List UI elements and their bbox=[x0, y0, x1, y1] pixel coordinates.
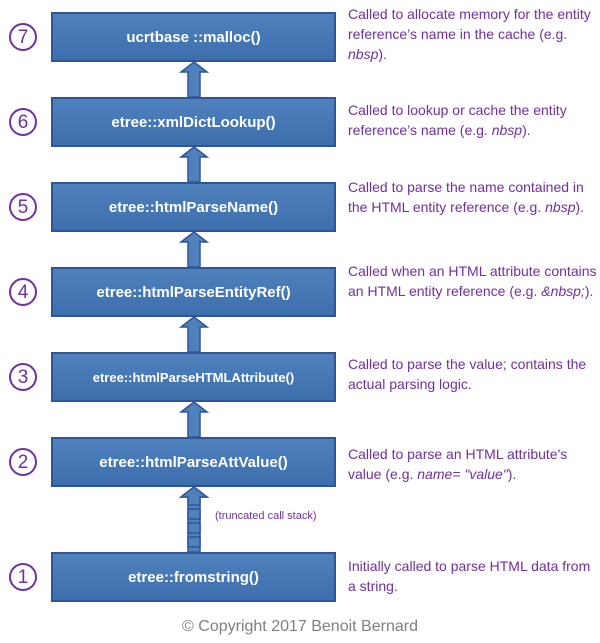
arrow-up bbox=[178, 61, 210, 98]
function-box: etree::fromstring() bbox=[51, 552, 336, 602]
description-text: ). bbox=[584, 283, 594, 299]
function-box: etree::htmlParseAttValue() bbox=[51, 437, 336, 487]
description-text: Called to allocate memory for the entity… bbox=[348, 6, 591, 42]
step-description: Called to parse an HTML attribute's valu… bbox=[348, 444, 598, 484]
arrow-up bbox=[178, 146, 210, 183]
step-description: Called to parse the name contained in th… bbox=[348, 177, 598, 217]
step-number-badge: 5 bbox=[9, 193, 37, 221]
arrow-up bbox=[178, 316, 210, 353]
description-text: ). bbox=[575, 199, 585, 215]
description-example: nbsp bbox=[348, 46, 379, 62]
arrow-up bbox=[178, 231, 210, 268]
step-number-badge: 7 bbox=[9, 23, 37, 51]
description-example: &nbsp; bbox=[541, 283, 585, 299]
step-description: Called to lookup or cache the entity ref… bbox=[348, 100, 598, 140]
description-text: ). bbox=[378, 46, 387, 62]
truncated-call-stack-label: (truncated call stack) bbox=[215, 510, 317, 522]
step-number-badge: 6 bbox=[9, 108, 37, 136]
description-text: ). bbox=[522, 122, 531, 138]
description-text: Called to parse an HTML attribute's valu… bbox=[348, 446, 568, 482]
step-number-badge: 4 bbox=[9, 278, 37, 306]
description-example: name= "value" bbox=[417, 466, 508, 482]
function-box: ucrtbase ::malloc() bbox=[51, 12, 336, 62]
description-text: Called to lookup or cache the entity ref… bbox=[348, 102, 567, 138]
function-box: etree::htmlParseEntityRef() bbox=[51, 267, 336, 317]
dashed-arrow-segment bbox=[187, 508, 201, 520]
copyright-footer: © Copyright 2017 Benoit Bernard bbox=[182, 618, 418, 635]
dashed-arrow-segment bbox=[187, 536, 201, 548]
step-description: Initially called to parse HTML data from… bbox=[348, 556, 598, 596]
dashed-arrow-head bbox=[178, 486, 210, 506]
step-number-badge: 3 bbox=[9, 363, 37, 391]
description-text: Called when an HTML attribute contains a… bbox=[348, 263, 597, 299]
description-text: Called to parse the value; contains the … bbox=[348, 356, 587, 392]
step-description: Called when an HTML attribute contains a… bbox=[348, 261, 598, 301]
arrow-up bbox=[178, 401, 210, 438]
step-number-badge: 2 bbox=[9, 448, 37, 476]
step-number-badge: 1 bbox=[9, 563, 37, 591]
description-example: nbsp bbox=[545, 199, 576, 215]
description-text: Called to parse the name contained in th… bbox=[348, 179, 584, 215]
description-text: ). bbox=[507, 466, 517, 482]
function-box: etree::xmlDictLookup() bbox=[51, 97, 336, 147]
description-example: nbsp bbox=[491, 122, 523, 138]
function-box: etree::htmlParseHTMLAttribute() bbox=[51, 352, 336, 402]
step-description: Called to allocate memory for the entity… bbox=[348, 4, 598, 64]
function-box: etree::htmlParseName() bbox=[51, 182, 336, 232]
step-description: Called to parse the value; contains the … bbox=[348, 354, 598, 394]
dashed-arrow-segment bbox=[187, 522, 201, 534]
description-text: Initially called to parse HTML data from… bbox=[348, 558, 591, 594]
